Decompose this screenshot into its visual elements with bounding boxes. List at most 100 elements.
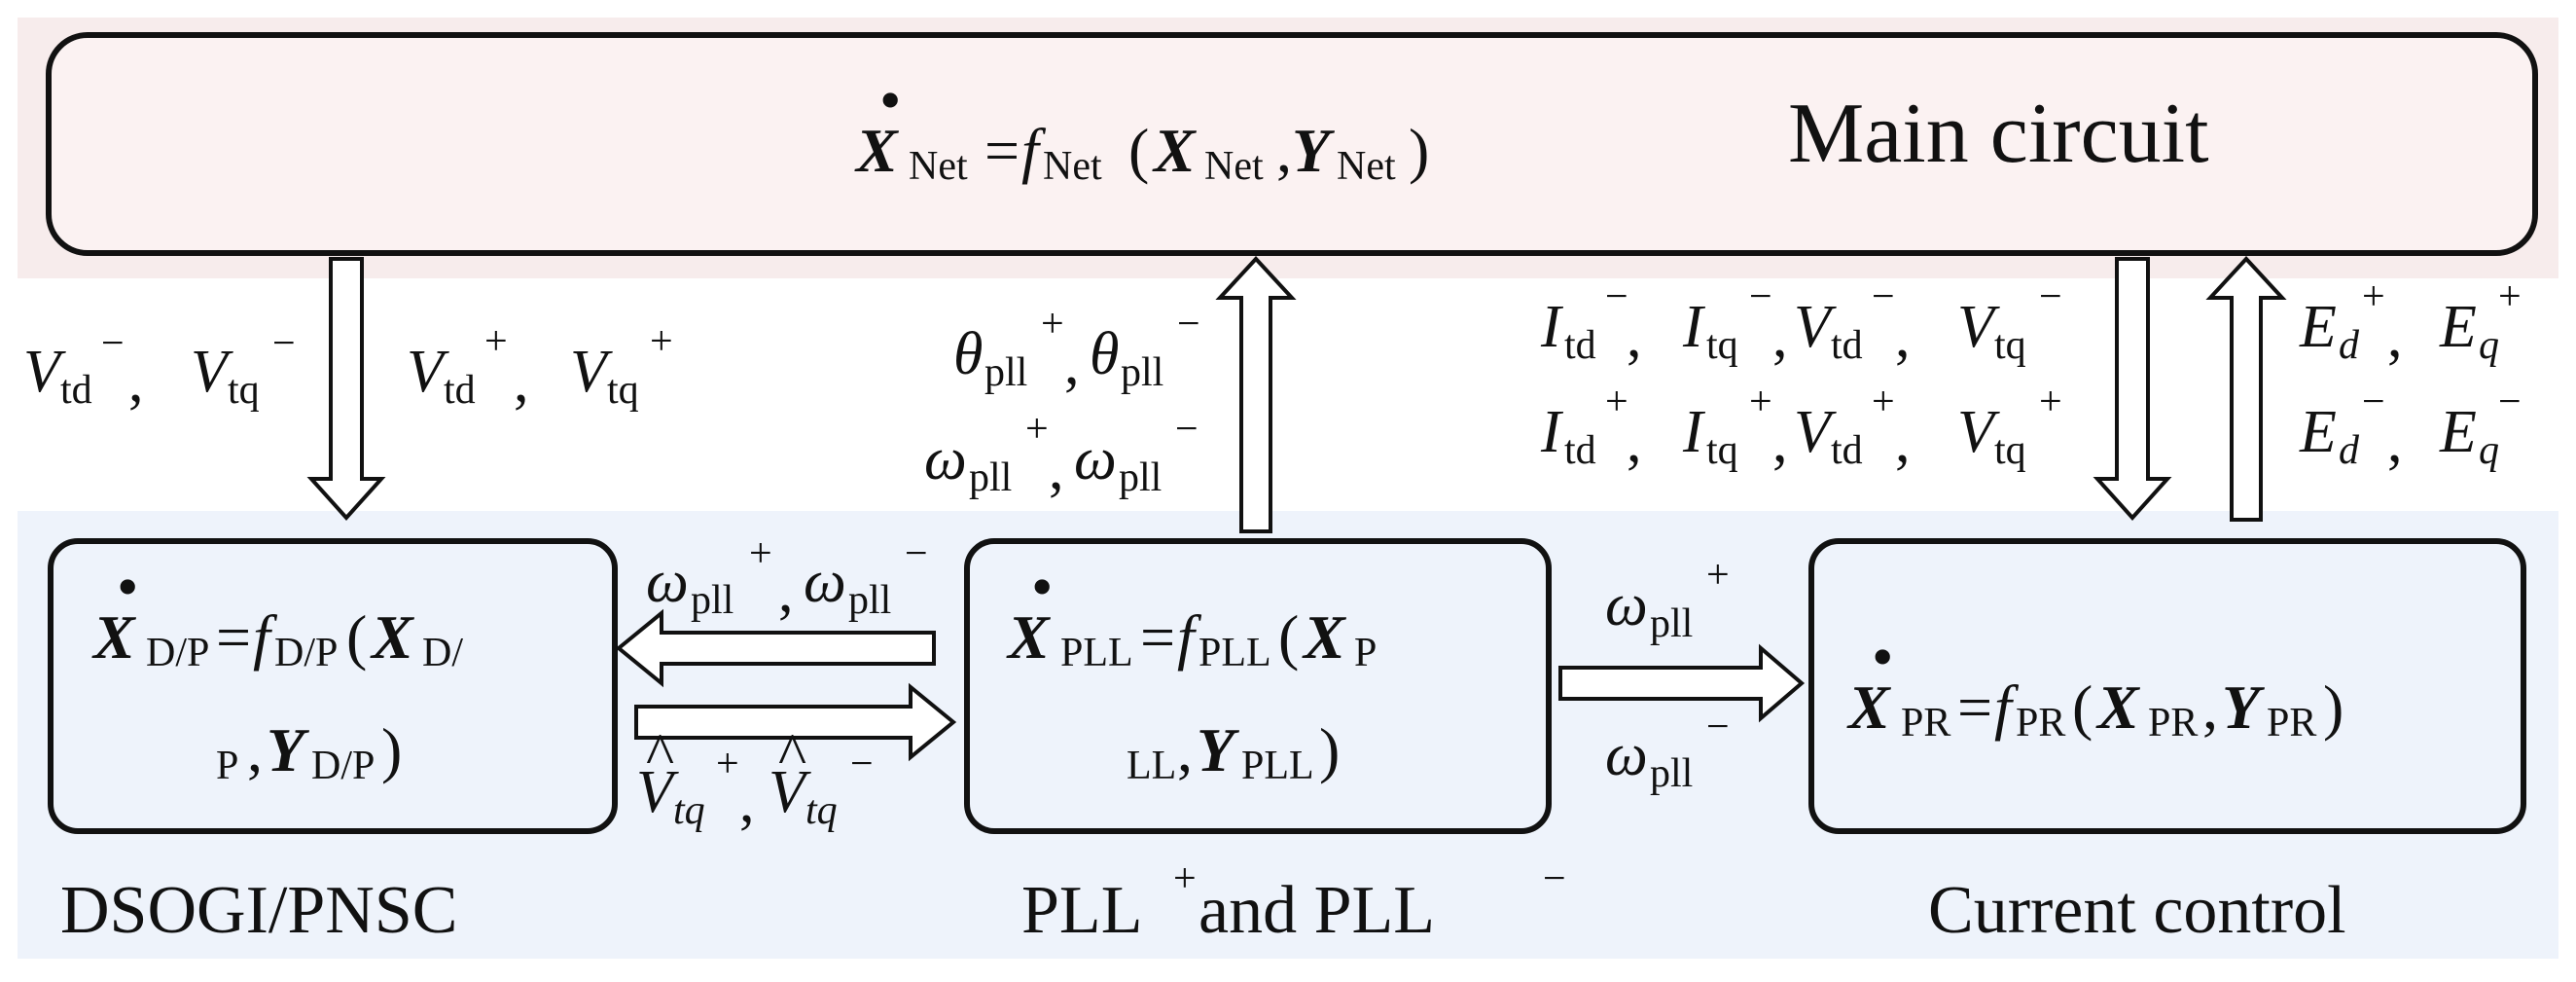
i-neg-vtq-sup: − (2039, 274, 2062, 319)
dsogi-box (48, 538, 618, 834)
eq-f-sub: Net (1043, 144, 1102, 189)
dsogi-caption: DSOGI/PNSC (60, 873, 457, 948)
theta-minus-sub: pll (1121, 350, 1163, 395)
pr-eq-y-sub: PR (2267, 701, 2316, 746)
e-pos-d-sup: + (2362, 274, 2385, 319)
pll-caption-and: and PLL (1199, 873, 1435, 948)
dsogi-eq-equals: = (216, 602, 251, 672)
label-v-neg: V td − , V tq − (23, 321, 296, 415)
theta-minus-sym: θ (1090, 321, 1119, 387)
pll-eq-x: X (1006, 602, 1051, 672)
current-control-caption: Current control (1928, 873, 2346, 948)
i-neg-vtq-v: V (1957, 294, 2000, 360)
i-pos-sep2: , (1772, 409, 1788, 475)
e-pos-q-e: E (2439, 294, 2477, 360)
i-neg-td-sup: − (1605, 274, 1628, 319)
pr-eq-f-sub: PR (2016, 701, 2065, 746)
dsogi-eq-sub: D/P (146, 631, 209, 675)
vhat-plus-hat: ^ (646, 722, 674, 788)
main-circuit-box (46, 32, 2538, 256)
pll-eq-close: ) (1319, 715, 1340, 784)
v-neg-td-sub: td (60, 368, 92, 413)
theta-plus-sup: + (1041, 302, 1064, 346)
dsogi-eq-y: Y (267, 715, 309, 784)
pll-eq-open: ( (1278, 602, 1299, 672)
i-neg-vtd-sup: − (1872, 274, 1895, 319)
omega-right-minus-sym: ω (1605, 722, 1648, 788)
e-pos-q-sup: + (2498, 274, 2522, 319)
omega-left-plus-sup: + (749, 531, 772, 576)
e-pos-sep: , (2387, 304, 2403, 370)
theta-plus-sym: θ (953, 321, 983, 387)
eq-y-sub: Net (1337, 144, 1396, 189)
pll-eq-sub-rest: LL (1127, 744, 1176, 788)
dsogi-eq-f-sub: D/P (274, 631, 338, 675)
label-omega-pll-left: ω pll + , ω pll − (646, 531, 928, 625)
i-pos-vtd-v: V (1794, 399, 1837, 465)
eq-x2: X (1152, 116, 1197, 185)
i-neg-td-i: I (1540, 294, 1564, 360)
pll-caption-plus: + (1173, 856, 1197, 901)
i-neg-vtd-sub: td (1831, 323, 1863, 368)
pr-eq-open: ( (2072, 673, 2093, 742)
label-v-pos: V td + , V tq + (407, 319, 673, 415)
vhat-plus-v: V (636, 759, 679, 825)
omega-up-minus-sub: pll (1119, 455, 1162, 500)
dsogi-eq-y-sub: D/P (311, 744, 375, 788)
i-pos-tq-i: I (1682, 399, 1706, 465)
i-pos-sep1: , (1627, 409, 1642, 475)
i-neg-tq-sup: − (1749, 274, 1772, 319)
omega-left-minus-sym: ω (804, 549, 846, 615)
omega-up-sep: , (1049, 436, 1064, 502)
pll-caption-main: PLL (1021, 873, 1142, 948)
main-circuit-title: Main circuit (1788, 87, 2209, 181)
e-neg-q-e: E (2439, 399, 2477, 465)
omega-right-plus-sup: + (1706, 553, 1730, 598)
dsogi-eq-sub-rest: P (216, 744, 238, 788)
dsogi-equation: X • D/P = f D/P ( X D/ P , Y D/P ) (91, 552, 463, 788)
arrow-right-pll-to-cc (1558, 643, 1806, 723)
e-neg-d-sup: − (2362, 380, 2385, 424)
i-neg-sep1: , (1627, 304, 1642, 370)
i-pos-vtq-v: V (1957, 399, 2000, 465)
v-pos-td-sup: + (484, 319, 508, 364)
vhat-minus-sup: − (850, 742, 874, 786)
arrow-up-cc-to-main (2205, 256, 2287, 522)
eq-sub: Net (909, 144, 968, 189)
v-neg-tq-sup: − (272, 321, 296, 366)
pll-eq-y: Y (1197, 715, 1239, 784)
eq-y: Y (1292, 116, 1335, 185)
theta-sep: , (1064, 331, 1080, 397)
arrow-down-main-to-cc (2093, 257, 2172, 521)
omega-right-plus-sym: ω (1605, 572, 1648, 638)
eq-dot: • (879, 65, 901, 134)
pr-eq-close: ) (2323, 673, 2343, 742)
dsogi-eq-open: ( (346, 602, 367, 672)
i-neg-vtq-sub: tq (1994, 323, 2026, 368)
omega-right-minus-sup: − (1706, 705, 1730, 749)
i-pos-td-i: I (1540, 399, 1564, 465)
omega-left-sep: , (778, 559, 794, 625)
i-pos-tq-sup: + (1749, 380, 1772, 424)
omega-up-plus-sup: + (1025, 407, 1049, 452)
pll-caption: PLL + and PLL − (1021, 856, 1566, 948)
pll-equation: X • PLL = f PLL ( X P LL , Y PLL ) (1006, 552, 1377, 788)
pr-eq-x: X (1846, 673, 1891, 742)
omega-left-minus-sub: pll (848, 578, 891, 623)
v-pos-td-v: V (407, 339, 449, 405)
pr-eq-y: Y (2222, 673, 2265, 742)
omega-right-minus-sub: pll (1650, 751, 1693, 796)
v-neg-tq-sub: tq (228, 368, 260, 413)
i-pos-vtd-sup: + (1872, 380, 1895, 424)
i-neg-vtd-v: V (1794, 294, 1837, 360)
v-neg-td-sup: − (101, 321, 125, 366)
arrow-down-main-to-dsogi (306, 257, 386, 521)
dsogi-eq-x: X (91, 602, 136, 672)
vhat-minus-v: V (769, 759, 811, 825)
v-pos-td-sub: td (444, 368, 476, 413)
label-omega-pll-right-minus: ω pll − (1605, 705, 1730, 796)
arrow-left-pll-to-dsogi (615, 608, 936, 688)
e-neg-sep: , (2387, 409, 2403, 475)
pll-eq-x2: X (1302, 602, 1346, 672)
